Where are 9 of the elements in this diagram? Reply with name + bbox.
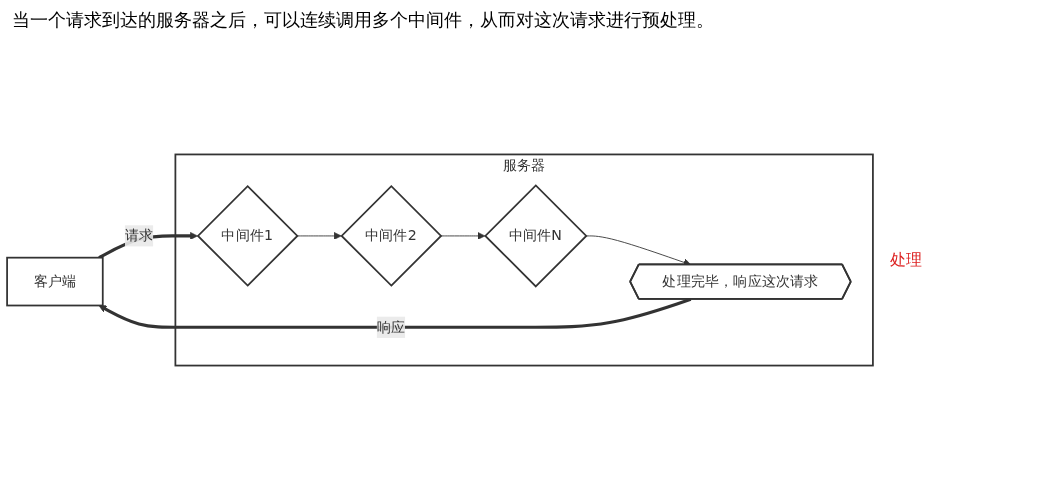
node-diamond: 中间件1 — [196, 184, 299, 287]
node-diamond: 中间件2 — [340, 184, 443, 287]
note-text: 处理 — [890, 249, 922, 269]
edge-label: 响应 — [376, 318, 406, 336]
node-box: 客户端 — [6, 256, 104, 307]
edge-label: 请求 — [124, 227, 154, 244]
arrow — [98, 297, 692, 329]
node-diamond: 中间件N — [484, 184, 588, 288]
title: 当一个请求到达的服务器之后，可以连续调用多个中间件，从而对这次请求进行预处理。 — [11, 8, 715, 32]
